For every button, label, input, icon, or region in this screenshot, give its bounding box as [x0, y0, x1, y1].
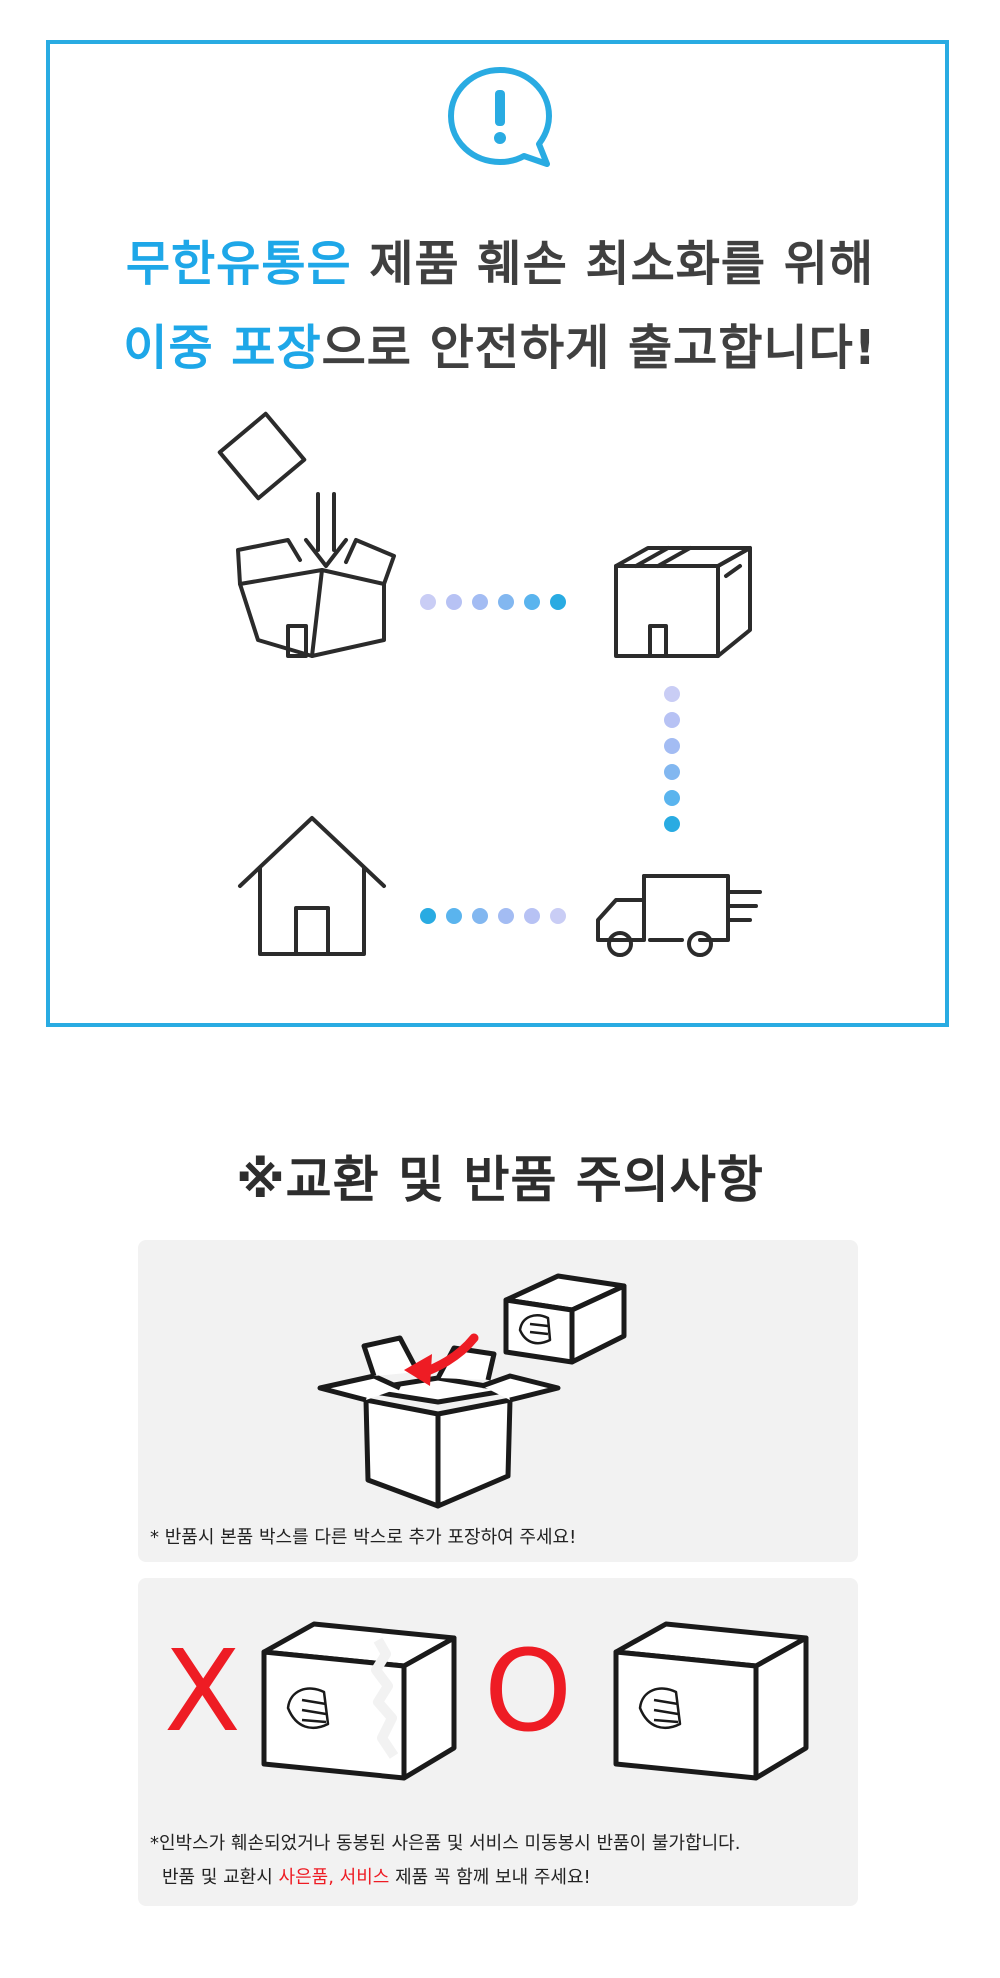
headline-line-2: 이중 포장으로 안전하게 출고합니다!	[0, 308, 1000, 378]
right-mark: O	[484, 1627, 572, 1757]
intact-inner-box-icon	[613, 1621, 809, 1781]
note-line-2-prefix: 반품 및 교환시	[162, 1867, 279, 1888]
house-icon	[238, 816, 386, 956]
packaging-notice-box	[46, 40, 949, 1027]
double-packaging-highlight: 이중 포장	[123, 320, 322, 376]
inner-box-condition-panel: X O	[138, 1578, 858, 1906]
damaged-inner-box-icon	[261, 1621, 457, 1781]
flow-dots-top	[420, 594, 566, 610]
inner-box-note-line-2: 반품 및 교환시 사은품, 서비스 제품 꼭 함께 보내 주세요!	[162, 1863, 591, 1889]
wrong-mark: X	[164, 1627, 241, 1757]
repack-note: * 반품시 본품 박스를 다른 박스로 추가 포장하여 주세요!	[150, 1527, 577, 1548]
caution-title: ※교환 및 반품 주의사항	[236, 1151, 764, 1209]
repack-instruction-panel: * 반품시 본품 박스를 다른 박스로 추가 포장하여 주세요!	[138, 1240, 858, 1562]
box-condition-comparison: X O	[164, 1621, 809, 1781]
open-shipping-box-icon	[317, 1335, 561, 1509]
headline-line-2-text: 으로 안전하게 출고합니다!	[321, 320, 877, 376]
shipping-flow-diagram	[217, 411, 762, 957]
brand-name: 무한유통은	[125, 236, 352, 292]
flow-dots-right	[664, 686, 680, 832]
sealed-box-icon	[614, 546, 752, 658]
inner-box-note-line-1: *인박스가 훼손되었거나 동봉된 사은품 및 서비스 미동봉시 반품이 불가합니…	[150, 1833, 741, 1854]
repack-illustration	[317, 1273, 627, 1509]
gift-service-highlight: 사은품, 서비스	[278, 1867, 390, 1888]
alert-bubble-icon	[448, 67, 552, 167]
product-box-icon	[503, 1273, 627, 1365]
note-line-2-suffix: 제품 꼭 함께 보내 주세요!	[389, 1867, 591, 1888]
headline-line-1: 무한유통은 제품 훼손 최소화를 위해	[0, 224, 1000, 294]
headline-line-1-text: 제품 훼손 최소화를 위해	[351, 236, 875, 292]
delivery-truck-icon	[596, 874, 762, 957]
box-in-box-icon	[217, 411, 396, 658]
flow-dots-bottom	[420, 908, 566, 924]
